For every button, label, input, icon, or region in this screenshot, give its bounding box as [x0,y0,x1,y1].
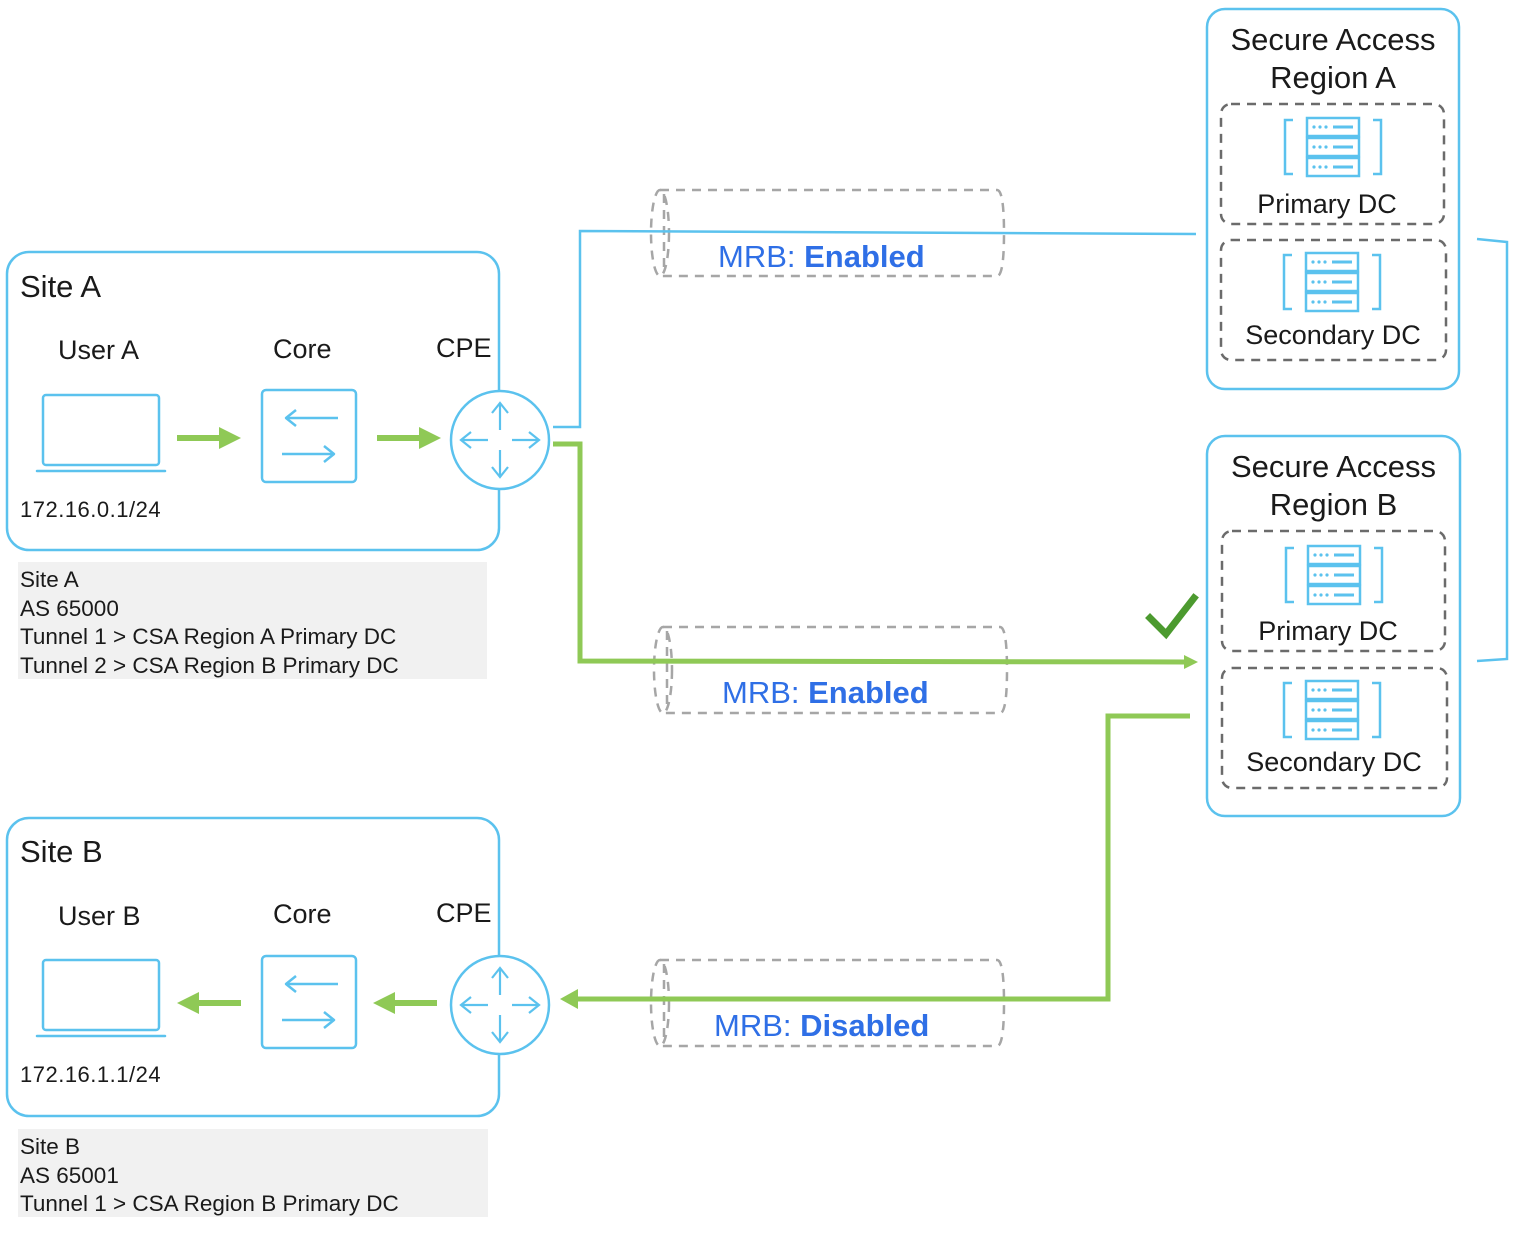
tunnel-1-path [553,229,1197,429]
region-a-secondary-dc-label: Secondary DC [1245,320,1421,350]
laptop-icon [35,393,167,473]
region-b-box [1205,434,1462,818]
site-b-info-line: AS 65001 [20,1162,119,1188]
region-b-title-line1: Secure Access [1230,449,1437,484]
mrb-state: Enabled [804,239,925,274]
mrb-prefix: MRB: [718,239,796,274]
region-a-secondary-dc-box [1219,238,1448,362]
router-icon [449,954,551,1056]
site-b-info-line: Tunnel 1 > CSA Region B Primary DC [20,1191,399,1216]
region-b-title: Secure Access Region B [1207,448,1460,524]
switch-icon [260,954,358,1050]
region-a-primary-dc-box [1219,102,1446,226]
site-a-user-label: User A [58,335,140,365]
site-a-info-panel: Site A AS 65000 Tunnel 1 > CSA Region A … [18,562,487,679]
region-b-title-line2: Region B [1269,487,1398,522]
region-b-secondary-dc-box [1220,666,1449,790]
site-a-ip: 172.16.0.1/24 [20,497,162,522]
green-arrow-icon [373,992,437,1014]
tunnel-3-arrowhead [560,989,578,1009]
site-b-user-label: User B [58,901,141,931]
checkmark-icon [1145,593,1199,640]
green-arrow-icon [177,427,241,449]
tunnel-3-cylinder [649,958,1006,1048]
region-bracket [1476,237,1509,663]
site-a-info-line: Site A [20,567,79,592]
region-b-primary-dc-box [1220,529,1447,653]
mrb-state: Disabled [800,1008,930,1043]
site-b-ip: 172.16.1.1/24 [20,1062,162,1087]
mrb-prefix: MRB: [722,675,800,710]
server-icon [1283,116,1383,178]
tunnel-1-cylinder [649,188,1006,278]
tunnel-3-mrb-label: MRB: Disabled [714,1010,929,1041]
tunnel-2-arrowhead [1184,655,1198,669]
green-arrow-icon [177,992,241,1014]
site-b-title: Site B [20,834,103,869]
region-a-box [1205,7,1461,391]
tunnel-2-path [553,441,1187,665]
site-a-info-line: Tunnel 1 > CSA Region A Primary DC [20,624,397,649]
site-b-info-line: Site B [20,1134,81,1159]
region-a-title-line1: Secure Access [1230,22,1436,57]
server-icon [1282,251,1382,313]
site-a-info-line: AS 65000 [20,595,119,621]
site-b-core-label: Core [273,899,332,929]
site-a-info-line: Tunnel 2 > CSA Region B Primary DC [20,652,399,678]
region-a-primary-dc-label: Primary DC [1257,189,1397,219]
site-b-info-panel: Site B AS 65001 Tunnel 1 > CSA Region B … [18,1129,488,1217]
region-b-primary-dc-label: Primary DC [1258,616,1398,646]
switch-icon [260,388,358,484]
green-arrow-icon [377,427,441,449]
site-a-core-label: Core [273,334,332,364]
region-a-title: Secure Access Region A [1207,21,1459,97]
mrb-state: Enabled [808,675,929,710]
site-a-cpe-label: CPE [436,333,492,363]
region-b-secondary-dc-label: Secondary DC [1246,747,1422,777]
router-icon [449,389,551,491]
laptop-icon [35,958,167,1038]
tunnel-2-cylinder [652,625,1009,715]
tunnel-2-mrb-label: MRB: Enabled [722,677,929,708]
region-a-title-line2: Region A [1270,60,1396,95]
site-a-title: Site A [20,269,101,304]
site-b-cpe-label: CPE [436,898,492,928]
server-icon [1284,544,1384,606]
tunnel-1-mrb-label: MRB: Enabled [718,241,925,272]
tunnel-3-path [578,713,1190,1002]
server-icon [1282,679,1382,741]
mrb-prefix: MRB: [714,1008,792,1043]
